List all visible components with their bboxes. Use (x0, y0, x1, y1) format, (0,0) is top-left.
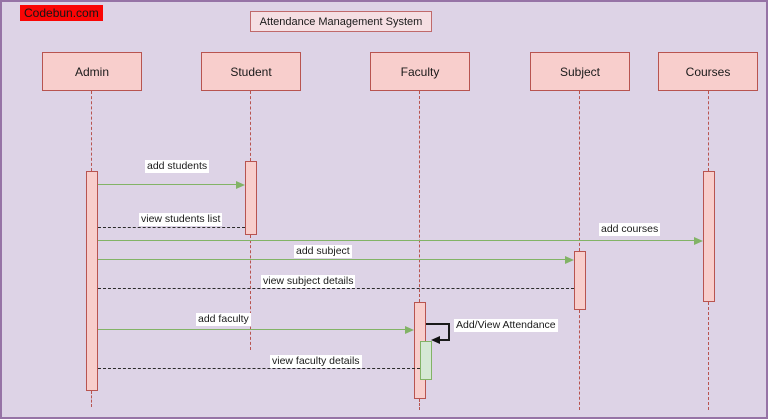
lifeline-head-admin: Admin (42, 52, 142, 91)
activation-admin (86, 171, 98, 391)
self-message-bottom-line (440, 339, 450, 341)
message-line-add-subject (98, 259, 565, 260)
message-label-add-faculty: add faculty (196, 313, 251, 326)
lifeline-courses-upper (708, 91, 709, 171)
self-message-vertical-line (448, 323, 450, 341)
message-label-add-subject: add subject (294, 245, 352, 258)
message-label-view-faculty-details: view faculty details (270, 355, 362, 368)
lifeline-head-student: Student (201, 52, 301, 91)
watermark: Codebun.com (20, 5, 103, 21)
message-line-view-subject-details (98, 288, 574, 289)
lifeline-head-subject: Subject (530, 52, 630, 91)
lifeline-admin-upper (91, 91, 92, 171)
activation-courses (703, 171, 715, 302)
lifeline-faculty-lower (419, 399, 420, 410)
message-line-add-faculty (98, 329, 405, 330)
lifeline-courses-lower (708, 302, 709, 410)
lifeline-student-lower (250, 235, 251, 350)
lifeline-head-courses: Courses (658, 52, 758, 91)
message-line-view-faculty-details (98, 368, 420, 369)
arrowhead-add-view-attendance (431, 336, 440, 344)
message-line-view-students-list (98, 227, 245, 228)
activation-subject (574, 251, 586, 310)
message-label-add-students: add students (145, 160, 210, 173)
message-line-add-courses (98, 240, 694, 241)
self-message-top-line (426, 323, 450, 325)
message-line-add-students (98, 184, 236, 185)
arrowhead-add-subject (565, 256, 574, 264)
lifeline-subject-upper (579, 91, 580, 251)
lifeline-admin-lower (91, 391, 92, 407)
arrowhead-add-courses (694, 237, 703, 245)
diagram-title: Attendance Management System (250, 11, 432, 32)
message-label-add-view-attendance: Add/View Attendance (454, 319, 558, 332)
lifeline-head-faculty: Faculty (370, 52, 470, 91)
message-label-view-students-list: view students list (139, 213, 223, 226)
lifeline-subject-lower (579, 310, 580, 410)
arrowhead-add-students (236, 181, 245, 189)
lifeline-student-upper (250, 91, 251, 161)
message-label-add-courses: add courses (599, 223, 661, 236)
message-label-view-subject-details: view subject details (261, 275, 356, 288)
arrowhead-add-faculty (405, 326, 414, 334)
lifeline-faculty-upper (419, 91, 420, 302)
activation-student (245, 161, 257, 235)
activation-faculty-attendance (420, 341, 432, 380)
